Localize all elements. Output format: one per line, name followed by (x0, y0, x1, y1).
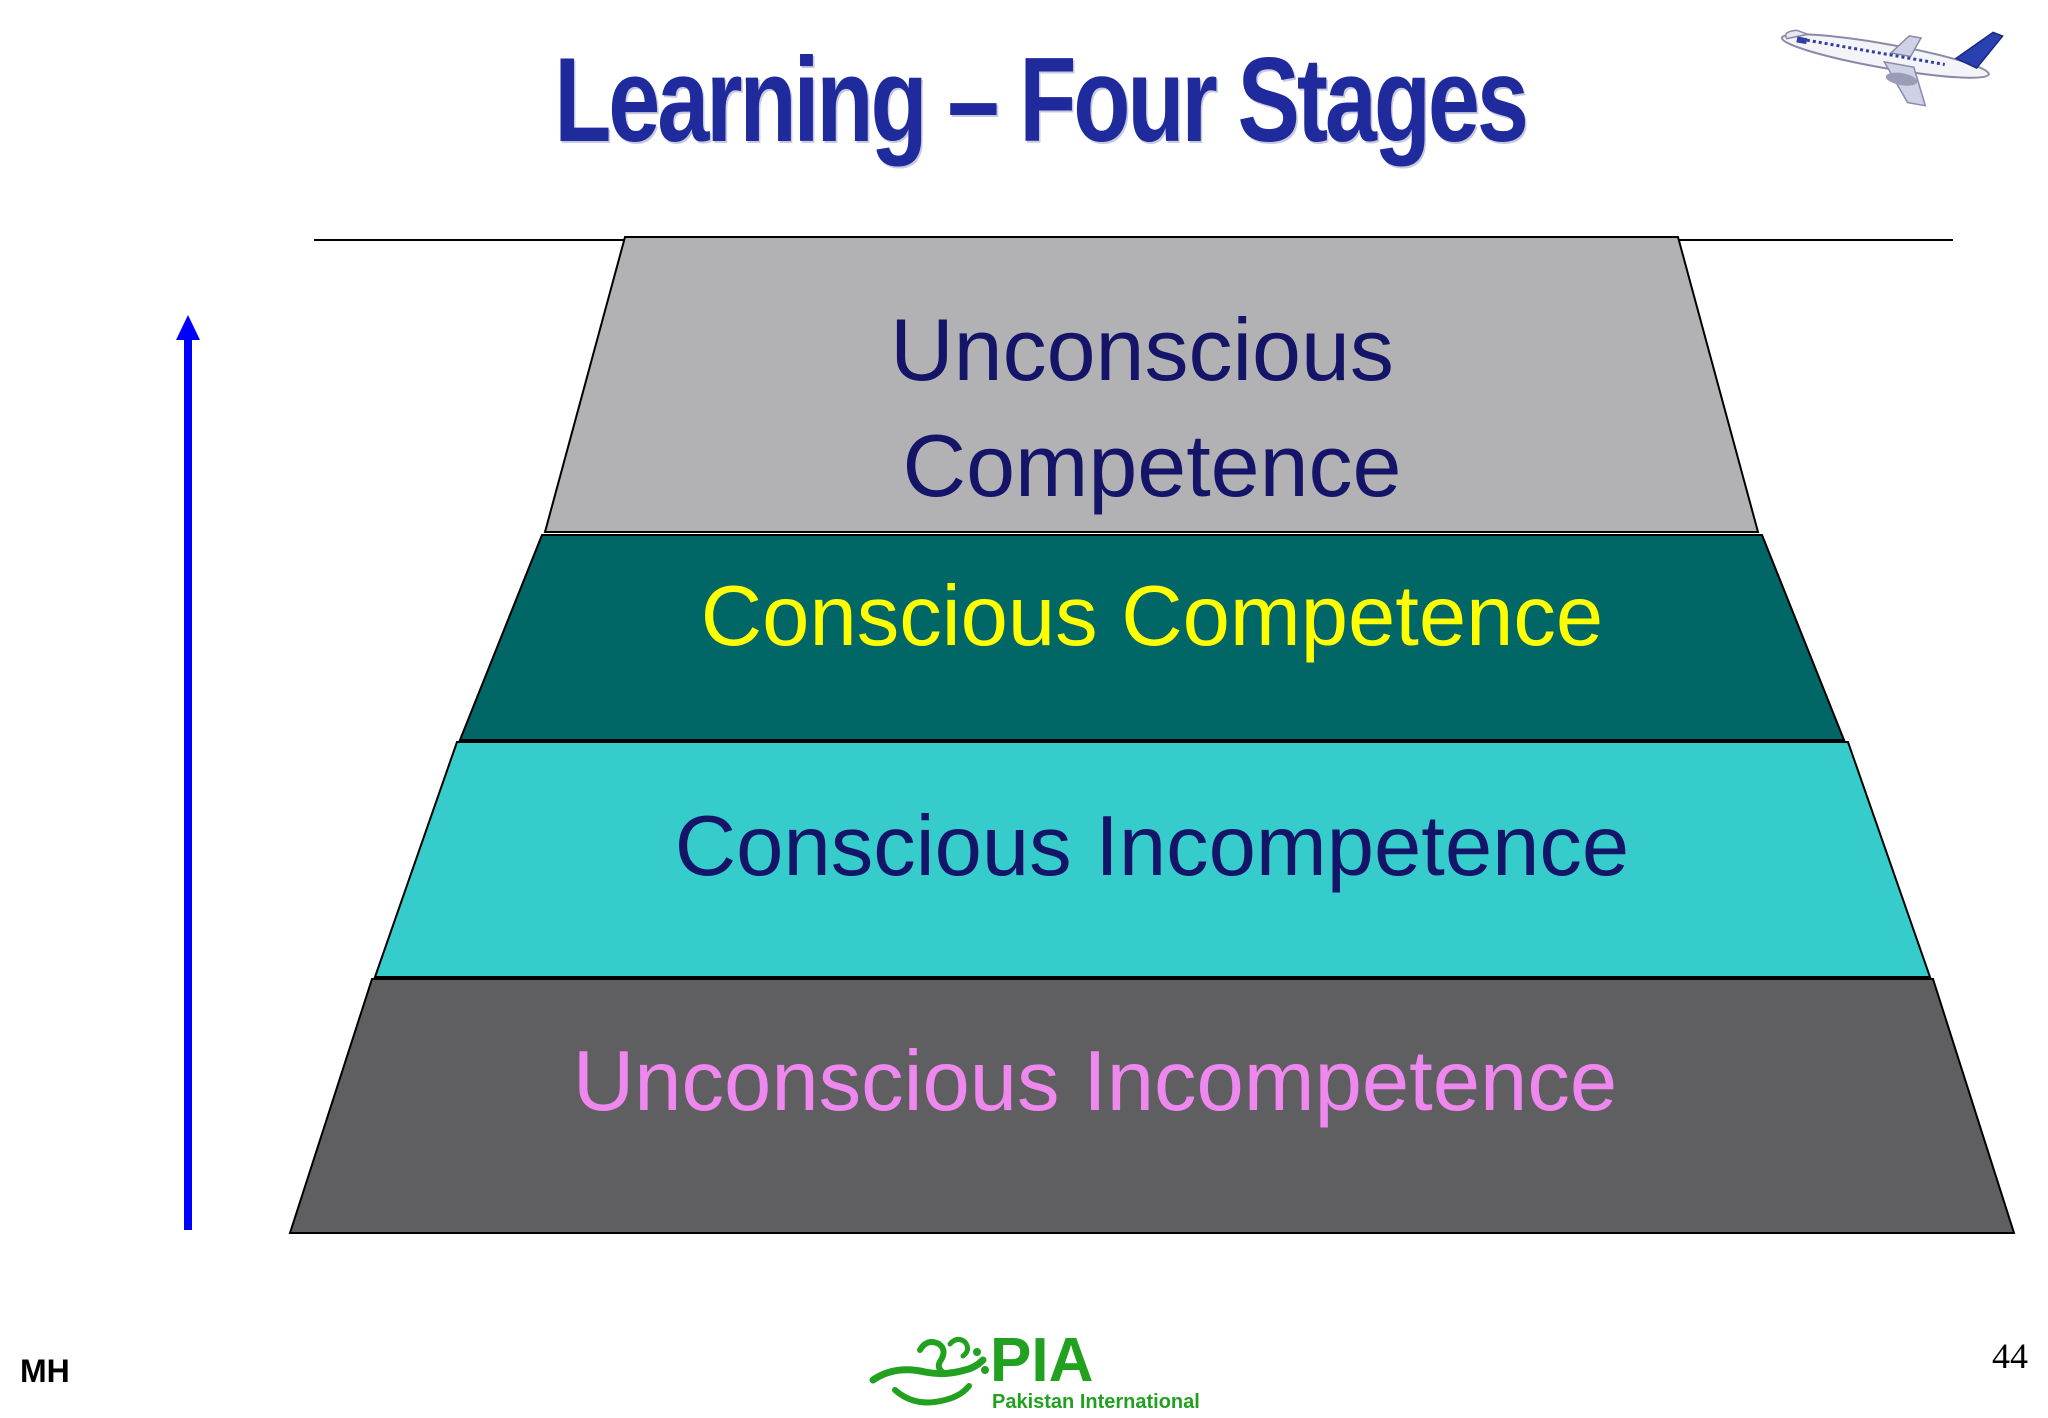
airplane-icon (1780, 29, 2004, 107)
footer-author: MH (20, 1353, 70, 1389)
pia-logo-text: PIA (990, 1326, 1094, 1395)
stage-label-unconscious-incompetence: Unconscious Incompetence (573, 1034, 1617, 1129)
pia-emblem-icon (869, 1336, 989, 1406)
stage-conscious-competence (458, 534, 1846, 741)
pia-logo: PIA Pakistan International (865, 1330, 1205, 1415)
slide-title: Learning – Four Stages (554, 33, 1529, 167)
stage-label-unconscious-competence-line2: Competence (903, 416, 1402, 515)
stage-unconscious-incompetence (288, 978, 2016, 1234)
page-number: 44 (1992, 1336, 2028, 1376)
stage-unconscious-competence (543, 236, 1760, 533)
pia-logo-subtitle: Pakistan International (992, 1391, 1200, 1413)
stage-label-conscious-competence: Conscious Competence (701, 569, 1603, 664)
stage-label-unconscious-competence-line1: Unconscious (890, 300, 1394, 399)
stage-conscious-incompetence (373, 741, 1932, 978)
up-arrow-icon (176, 315, 200, 1230)
stage-label-conscious-incompetence: Conscious Incompetence (675, 799, 1629, 894)
